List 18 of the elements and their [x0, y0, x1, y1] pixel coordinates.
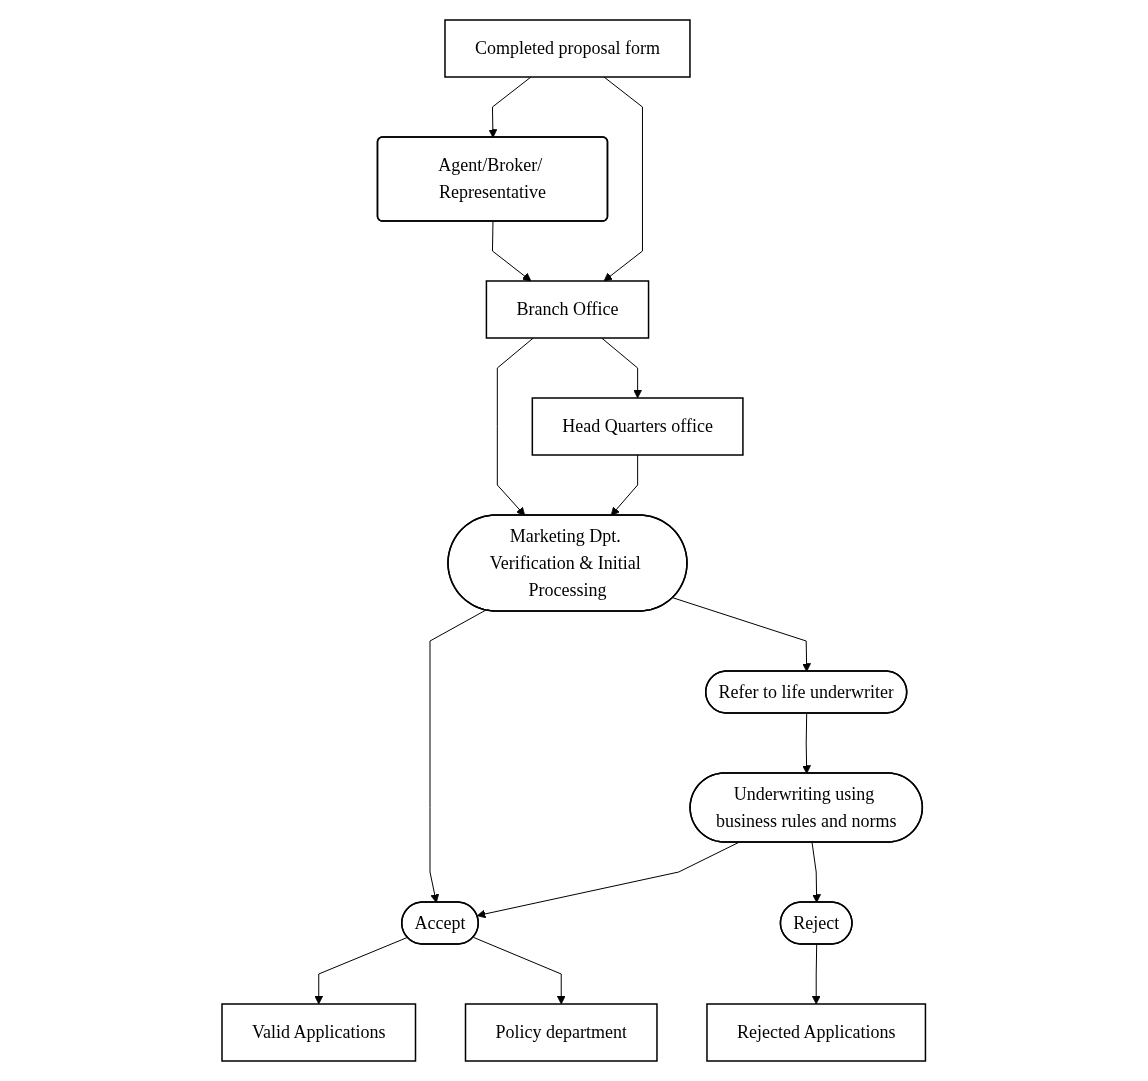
node-box: Branch Office [485, 280, 650, 339]
arrow [601, 337, 643, 399]
node-box: Policy department [465, 1003, 658, 1062]
arrow [672, 597, 812, 672]
node-box: Head Quarters office [531, 397, 744, 456]
arrow [473, 936, 566, 1005]
arrow [802, 713, 812, 774]
arrow [812, 944, 821, 1005]
arrow [488, 76, 532, 138]
arrow [811, 842, 822, 903]
node-box: Completed proposal form [444, 19, 691, 78]
arrow [492, 221, 532, 282]
arrow [611, 454, 639, 516]
node-box: Valid Applications [221, 1003, 417, 1062]
arrow [603, 76, 644, 282]
node-box: Rejected Applications [706, 1003, 927, 1062]
arrow [429, 609, 487, 903]
arrow [314, 936, 409, 1005]
